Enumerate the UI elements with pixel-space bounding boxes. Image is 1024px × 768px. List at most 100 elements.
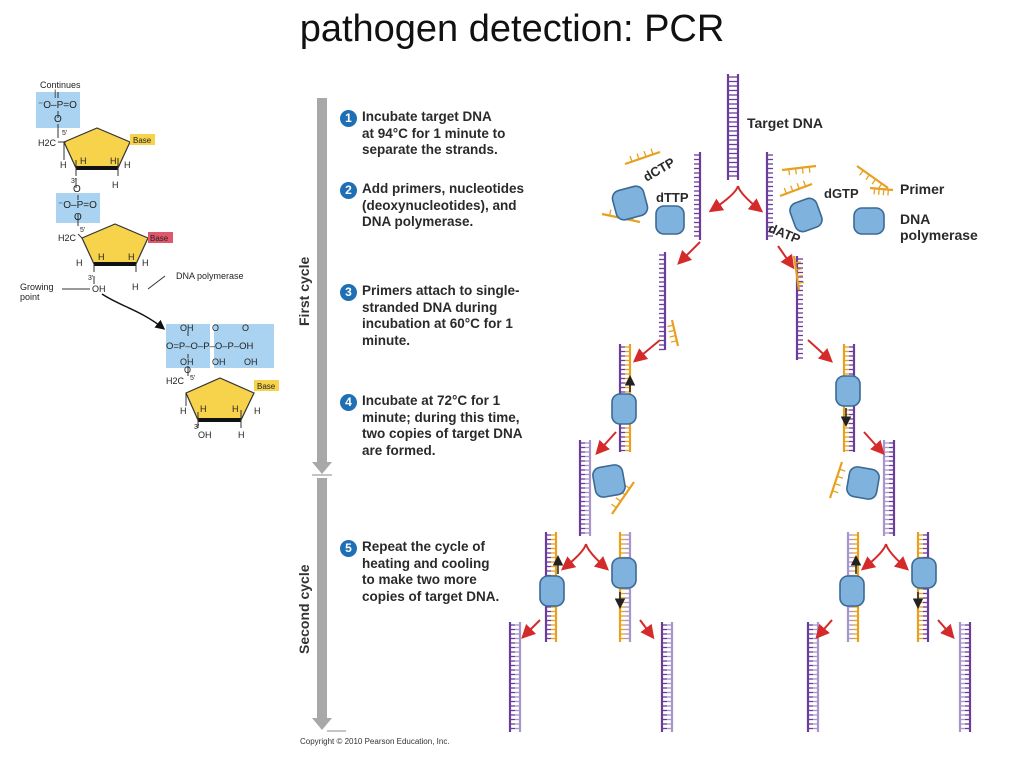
red-arrow bbox=[595, 431, 617, 455]
primer-rung bbox=[801, 167, 804, 174]
second-cycle-label: Second cycle bbox=[296, 564, 312, 655]
h-label: H bbox=[254, 406, 261, 416]
primer-rung bbox=[834, 482, 841, 487]
primer-backbone bbox=[670, 319, 680, 347]
step-number: 1 bbox=[340, 110, 357, 127]
h2c-label: H2C bbox=[166, 376, 185, 386]
base-yellow bbox=[130, 134, 155, 145]
h-label: H bbox=[124, 160, 131, 170]
primer-backbone bbox=[869, 186, 894, 192]
oxygen-text: O bbox=[74, 212, 82, 223]
phosphate-text: ⁻O–P=O bbox=[38, 100, 77, 111]
h2c-label: H2C bbox=[58, 233, 77, 243]
dna-polymerase-blob bbox=[789, 197, 823, 233]
primer-rung bbox=[796, 274, 804, 278]
copy-left bbox=[578, 440, 592, 536]
primer-rung bbox=[608, 209, 612, 216]
primer-fragment bbox=[624, 148, 661, 166]
final-copy-4 bbox=[958, 622, 972, 732]
primer-rung bbox=[790, 185, 794, 192]
primer-rung bbox=[668, 329, 675, 333]
primer-rung bbox=[794, 261, 802, 264]
red-arrow bbox=[860, 543, 887, 571]
oh-label: OH bbox=[180, 357, 194, 367]
oxygen-text: O bbox=[73, 184, 81, 195]
five-prime-label: 5' bbox=[80, 227, 85, 234]
primer-rung bbox=[669, 334, 676, 338]
h-label: H bbox=[128, 252, 135, 262]
o-text: O bbox=[242, 323, 249, 333]
primer-fragment bbox=[667, 319, 680, 347]
red-arrow bbox=[639, 619, 655, 640]
primer-rung bbox=[802, 180, 807, 187]
base-label: Base bbox=[257, 382, 276, 391]
primer-rung bbox=[878, 188, 880, 195]
o-text: O bbox=[184, 365, 191, 375]
red-arrow bbox=[560, 543, 587, 571]
dna-polymerase-blob bbox=[611, 393, 637, 425]
dna-polymerase-blob bbox=[655, 205, 685, 235]
copy-right bbox=[882, 440, 896, 536]
primer-backbone bbox=[828, 461, 844, 499]
continues-label: Continues bbox=[40, 80, 81, 90]
primer-rung bbox=[788, 169, 791, 176]
primer-fragment bbox=[856, 165, 889, 189]
dna-polymerase-blob bbox=[846, 466, 880, 500]
primer-fragment bbox=[828, 461, 846, 499]
cycle-bar bbox=[312, 98, 346, 732]
o-text: O bbox=[212, 323, 219, 333]
primer-fragment bbox=[781, 164, 817, 176]
primer-rung bbox=[643, 150, 647, 158]
dgtp-label: dGTP bbox=[824, 186, 859, 201]
sugar-ring bbox=[185, 377, 255, 421]
oxygen-text: O bbox=[54, 114, 62, 125]
primer-rung bbox=[873, 188, 876, 195]
red-arrow bbox=[677, 241, 701, 265]
step-text: Primers attach to single- stranded DNA d… bbox=[362, 283, 520, 348]
primer-rung bbox=[836, 475, 844, 479]
red-arrow bbox=[632, 339, 661, 363]
primer-rung bbox=[796, 182, 800, 190]
h-label: H bbox=[110, 156, 117, 166]
red-arrow bbox=[863, 431, 885, 455]
step-text: Incubate at 72°C for 1 minute; during th… bbox=[362, 393, 523, 458]
primer-rung bbox=[871, 178, 877, 185]
three-prime-label: 3' bbox=[71, 178, 76, 185]
step-text: Repeat the cycle of heating and cooling … bbox=[362, 539, 500, 604]
red-arrow bbox=[937, 619, 955, 640]
h-label: H bbox=[60, 160, 67, 170]
primer-rung bbox=[882, 189, 885, 196]
primer-rung bbox=[794, 168, 797, 175]
dna-polymerase-blob bbox=[592, 464, 626, 498]
attack-arrow bbox=[101, 293, 166, 330]
h-label: H bbox=[180, 406, 187, 416]
step-text: Incubate target DNA at 94°C for 1 minute… bbox=[362, 109, 506, 157]
primer-rung bbox=[859, 170, 864, 176]
primer-rung bbox=[797, 281, 805, 284]
h-label: H bbox=[238, 430, 245, 440]
red-arrow bbox=[521, 619, 541, 639]
dna-polymerase-blob bbox=[611, 185, 649, 221]
triphosphate-box bbox=[214, 324, 274, 368]
primer-backbone bbox=[611, 481, 635, 515]
h-label: H bbox=[76, 258, 83, 268]
step-number: 5 bbox=[340, 540, 357, 557]
oh-label: OH bbox=[198, 430, 212, 440]
primer-label: Primer bbox=[900, 181, 945, 197]
triphosphate-text: O=P–O–P–O–P–OH bbox=[166, 341, 254, 352]
h-label: H bbox=[232, 404, 239, 414]
base-yellow bbox=[254, 380, 279, 391]
base-pink bbox=[148, 232, 173, 243]
dna-polymerase-blob bbox=[835, 375, 861, 407]
first-cycle-label: First cycle bbox=[296, 256, 312, 326]
step-number: 3 bbox=[340, 284, 357, 301]
five-prime-label: 5' bbox=[190, 375, 195, 382]
five-prime-label: 5' bbox=[62, 130, 67, 137]
h2c-label: H2C bbox=[38, 138, 57, 148]
primer-fragment bbox=[869, 186, 894, 196]
dna-polymerase-blob bbox=[611, 557, 637, 589]
separated-strand-right bbox=[765, 152, 773, 240]
primer-backbone bbox=[792, 255, 801, 291]
